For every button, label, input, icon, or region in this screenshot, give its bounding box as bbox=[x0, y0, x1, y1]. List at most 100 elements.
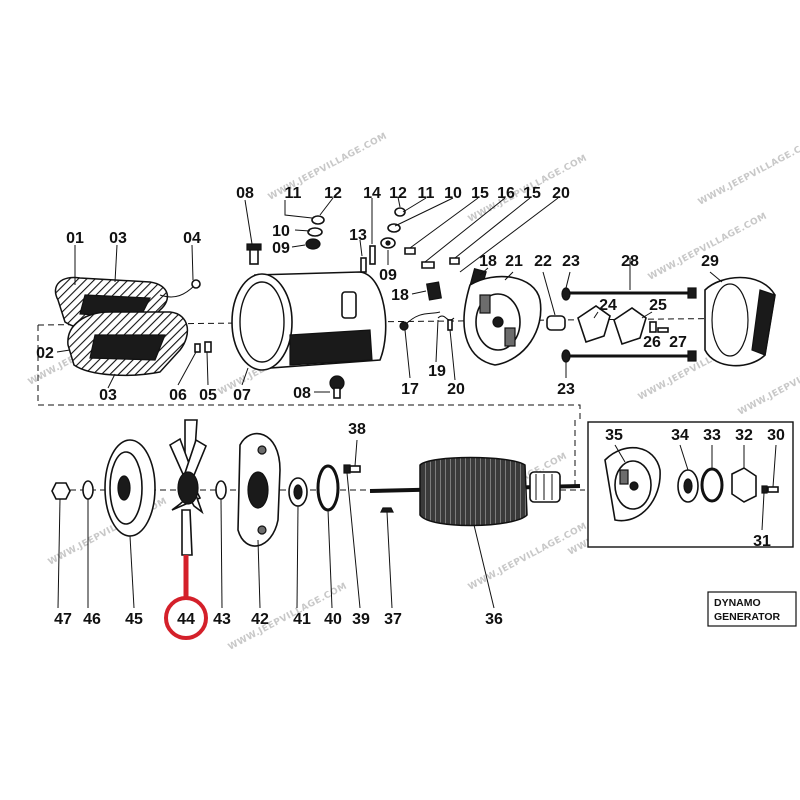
plate-24 bbox=[577, 305, 611, 344]
label-20-top: 20 bbox=[552, 185, 570, 202]
label-40: 40 bbox=[324, 611, 342, 628]
plate-25 bbox=[613, 307, 647, 346]
label-02: 02 bbox=[36, 345, 54, 362]
clip-15b bbox=[449, 257, 460, 265]
washer-23-top bbox=[561, 287, 571, 301]
spring-20 bbox=[447, 319, 453, 331]
label-41: 41 bbox=[293, 611, 311, 628]
label-42: 42 bbox=[251, 611, 269, 628]
watermark-text: WWW.JEEPVILLAGE.COM bbox=[697, 136, 800, 207]
retainer-40 bbox=[316, 464, 340, 512]
title-line-1: DYNAMO bbox=[714, 597, 761, 609]
label-35: 35 bbox=[605, 427, 623, 444]
label-20-bottom: 20 bbox=[447, 381, 465, 398]
screw-05 bbox=[204, 341, 212, 353]
label-44: 44 bbox=[177, 611, 195, 628]
inset-screw-30 bbox=[767, 486, 779, 493]
label-24: 24 bbox=[599, 297, 617, 314]
brush-lead-end bbox=[399, 321, 409, 331]
inset-end-frame bbox=[604, 446, 661, 522]
nut-47 bbox=[51, 482, 71, 500]
label-45: 45 bbox=[125, 611, 143, 628]
bushing-22 bbox=[546, 315, 566, 331]
stud-14 bbox=[369, 245, 376, 265]
label-19: 19 bbox=[428, 363, 446, 380]
label-29: 29 bbox=[701, 253, 719, 270]
title-box: DYNAMO GENERATOR bbox=[707, 591, 797, 627]
title-line-2: GENERATOR bbox=[714, 611, 781, 623]
inset-bearing bbox=[677, 469, 699, 503]
yoke-frame bbox=[231, 271, 387, 371]
label-47: 47 bbox=[54, 611, 72, 628]
label-03-bottom: 03 bbox=[99, 387, 117, 404]
label-25: 25 bbox=[649, 297, 667, 314]
drive-end-frame bbox=[237, 432, 281, 547]
bearing-41 bbox=[288, 477, 308, 507]
label-34: 34 bbox=[671, 427, 689, 444]
label-07: 07 bbox=[233, 387, 251, 404]
label-18-mid: 18 bbox=[391, 287, 409, 304]
screw-06 bbox=[194, 343, 201, 353]
label-37: 37 bbox=[384, 611, 402, 628]
label-13: 13 bbox=[349, 227, 367, 244]
label-10-right: 10 bbox=[444, 185, 462, 202]
label-15-left: 15 bbox=[471, 185, 489, 202]
label-26: 26 bbox=[643, 334, 661, 351]
label-01: 01 bbox=[66, 230, 84, 247]
screw-39 bbox=[343, 464, 351, 474]
inset-plate bbox=[731, 467, 757, 503]
part-number-labels: 01 03 04 02 03 06 05 07 08 08 11 12 10 0… bbox=[36, 185, 785, 628]
label-33: 33 bbox=[703, 427, 721, 444]
screw-38 bbox=[349, 465, 361, 473]
leader-lines bbox=[56, 196, 777, 609]
label-43: 43 bbox=[213, 611, 231, 628]
label-04: 04 bbox=[183, 230, 201, 247]
cooling-fan bbox=[168, 419, 208, 556]
label-14: 14 bbox=[363, 185, 381, 202]
clip-16 bbox=[421, 261, 435, 269]
label-09-left: 09 bbox=[272, 240, 290, 257]
label-12-right: 12 bbox=[389, 185, 407, 202]
terminal-hardware-right bbox=[380, 207, 406, 249]
key-37 bbox=[380, 507, 394, 513]
label-16: 16 bbox=[497, 185, 515, 202]
terminal-hardware-left bbox=[305, 215, 325, 250]
label-27: 27 bbox=[669, 334, 687, 351]
label-05: 05 bbox=[199, 387, 217, 404]
commutator-end-frame bbox=[463, 275, 542, 366]
label-22: 22 bbox=[534, 253, 552, 270]
label-10-left: 10 bbox=[272, 223, 290, 240]
through-bolts bbox=[570, 287, 697, 362]
inset-screw-31 bbox=[761, 485, 768, 494]
label-03-top: 03 bbox=[109, 230, 127, 247]
highlight-circle bbox=[164, 596, 208, 640]
label-28: 28 bbox=[621, 253, 639, 270]
stud-13 bbox=[360, 257, 367, 273]
washer-46 bbox=[82, 480, 94, 500]
brush-lead bbox=[404, 311, 441, 326]
inset-gasket bbox=[700, 467, 724, 503]
label-46: 46 bbox=[83, 611, 101, 628]
label-17: 17 bbox=[401, 381, 419, 398]
label-36: 36 bbox=[485, 611, 503, 628]
label-18-top: 18 bbox=[479, 253, 497, 270]
watermark-text: WWW.JEEPVILLAGE.COM bbox=[647, 211, 769, 282]
screw-08-top bbox=[246, 243, 262, 265]
label-08-top: 08 bbox=[236, 185, 254, 202]
armature bbox=[369, 456, 581, 527]
label-31: 31 bbox=[753, 533, 771, 550]
cover-band bbox=[704, 276, 776, 367]
field-lead-wire bbox=[159, 284, 196, 298]
clip-15 bbox=[404, 247, 416, 255]
label-11-right: 11 bbox=[418, 185, 435, 202]
brush-18-left bbox=[426, 281, 442, 301]
label-09-right: 09 bbox=[379, 267, 397, 284]
field-coil-lower bbox=[67, 311, 189, 377]
pulley bbox=[104, 439, 156, 537]
label-23-top: 23 bbox=[562, 253, 580, 270]
label-39: 39 bbox=[352, 611, 370, 628]
label-23-bottom: 23 bbox=[557, 381, 575, 398]
label-12-left: 12 bbox=[324, 185, 342, 202]
lead-terminal bbox=[191, 279, 201, 289]
